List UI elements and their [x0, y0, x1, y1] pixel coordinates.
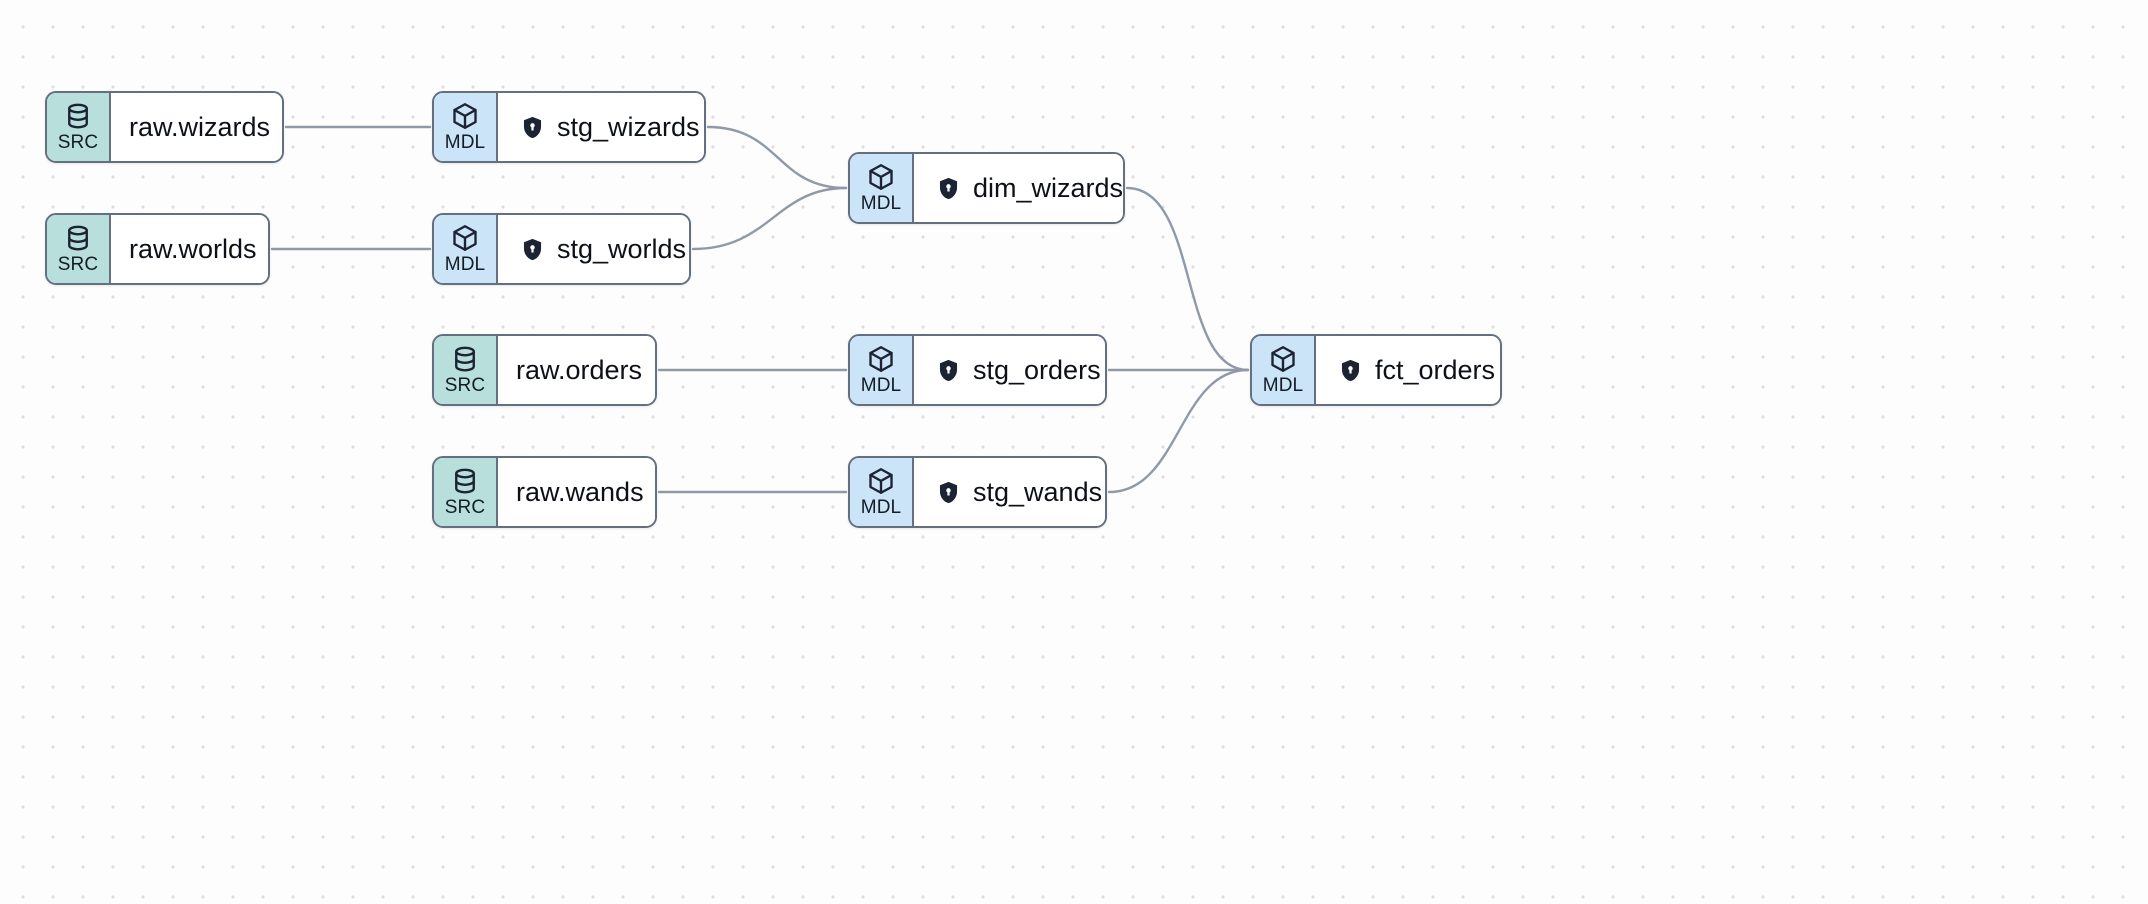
node-dim_wizards[interactable]: MDL dim_wizards — [848, 152, 1125, 224]
cube-icon — [866, 162, 896, 192]
badge-label: SRC — [57, 254, 99, 275]
node-body: stg_orders — [914, 336, 1105, 404]
node-body: raw.wizards — [111, 93, 282, 161]
badge-label: MDL — [860, 375, 902, 396]
edge-stg_worlds-to-dim_wizards[interactable] — [691, 186, 848, 251]
node-body: stg_wands — [914, 458, 1105, 526]
node-label: stg_wands — [973, 477, 1103, 507]
node-label: raw.wizards — [129, 112, 271, 142]
badge-label: MDL — [444, 254, 486, 275]
node-raw_wizards[interactable]: SRC raw.wizards — [45, 91, 284, 163]
node-stg_orders[interactable]: MDL stg_orders — [848, 334, 1107, 406]
node-type-badge-mdl: MDL — [1252, 336, 1316, 404]
node-body: stg_worlds — [498, 215, 689, 283]
node-raw_wands[interactable]: SRC raw.wands — [432, 456, 657, 528]
node-type-badge-src: SRC — [434, 458, 498, 526]
cube-icon — [866, 344, 896, 374]
node-label: dim_wizards — [973, 173, 1124, 203]
shield-lock-icon — [936, 176, 961, 201]
node-label: stg_worlds — [557, 234, 687, 264]
node-stg_wizards[interactable]: MDL stg_wizards — [432, 91, 706, 163]
badge-label: MDL — [860, 497, 902, 518]
cube-icon — [1268, 344, 1298, 374]
node-body: raw.wands — [498, 458, 655, 526]
database-icon — [63, 223, 93, 253]
cube-icon — [450, 101, 480, 131]
edge-stg_wizards-to-dim_wizards[interactable] — [706, 125, 848, 190]
node-stg_worlds[interactable]: MDL stg_worlds — [432, 213, 691, 285]
shield-lock-icon — [520, 237, 545, 262]
shield-lock-icon — [936, 358, 961, 383]
edge-dim_wizards-to-fct_orders[interactable] — [1125, 186, 1250, 372]
node-label: raw.worlds — [129, 234, 257, 264]
badge-label: MDL — [860, 193, 902, 214]
node-raw_orders[interactable]: SRC raw.orders — [432, 334, 657, 406]
node-type-badge-src: SRC — [47, 93, 111, 161]
node-body: raw.orders — [498, 336, 655, 404]
edge-stg_wands-to-fct_orders[interactable] — [1107, 368, 1250, 494]
database-icon — [450, 466, 480, 496]
node-body: fct_orders — [1316, 336, 1500, 404]
badge-label: SRC — [444, 497, 486, 518]
node-type-badge-mdl: MDL — [850, 458, 914, 526]
node-label: stg_orders — [973, 355, 1101, 385]
badge-label: MDL — [444, 132, 486, 153]
node-type-badge-src: SRC — [47, 215, 111, 283]
node-type-badge-mdl: MDL — [850, 336, 914, 404]
database-icon — [450, 344, 480, 374]
node-type-badge-mdl: MDL — [850, 154, 914, 222]
node-type-badge-mdl: MDL — [434, 215, 498, 283]
node-label: fct_orders — [1375, 355, 1496, 385]
node-label: raw.wands — [516, 477, 644, 507]
node-type-badge-mdl: MDL — [434, 93, 498, 161]
node-body: stg_wizards — [498, 93, 704, 161]
badge-label: SRC — [444, 375, 486, 396]
shield-lock-icon — [936, 480, 961, 505]
node-label: raw.orders — [516, 355, 643, 385]
badge-label: SRC — [57, 132, 99, 153]
node-label: stg_wizards — [557, 112, 700, 142]
node-body: raw.worlds — [111, 215, 268, 283]
node-body: dim_wizards — [914, 154, 1124, 222]
shield-lock-icon — [1338, 358, 1363, 383]
database-icon — [63, 101, 93, 131]
cube-icon — [450, 223, 480, 253]
node-fct_orders[interactable]: MDL fct_orders — [1250, 334, 1502, 406]
node-stg_wands[interactable]: MDL stg_wands — [848, 456, 1107, 528]
badge-label: MDL — [1262, 375, 1304, 396]
shield-lock-icon — [520, 115, 545, 140]
node-raw_worlds[interactable]: SRC raw.worlds — [45, 213, 270, 285]
cube-icon — [866, 466, 896, 496]
node-type-badge-src: SRC — [434, 336, 498, 404]
